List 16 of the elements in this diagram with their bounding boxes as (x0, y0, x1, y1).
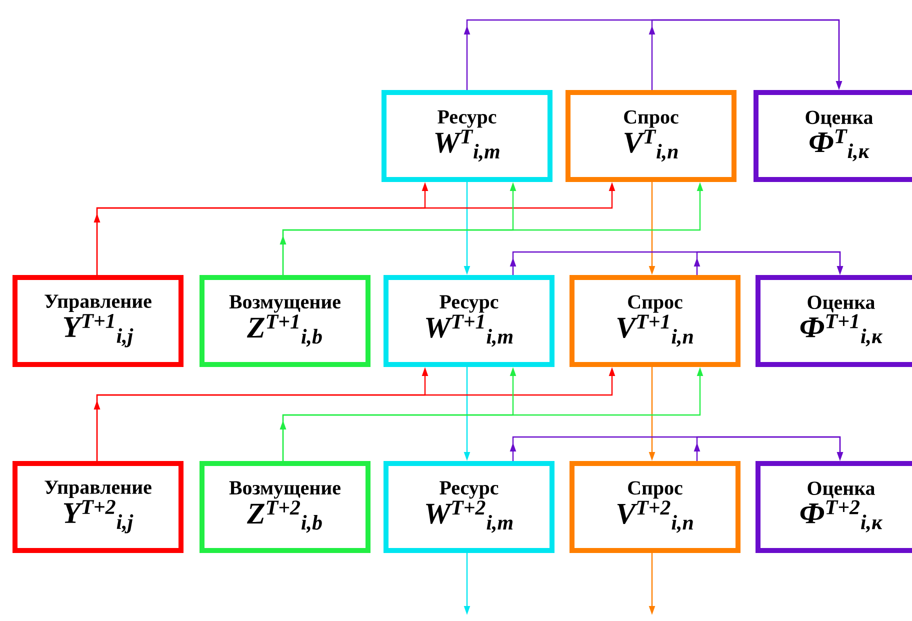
variable-box: Спрос V$^{T}$i,n (566, 90, 736, 182)
arrow (694, 251, 844, 275)
variable-box: Оценка Ф$^{T+2}$i,к (756, 461, 912, 553)
variable-box: Возмущение Z$^{T+1}$i,b (200, 275, 370, 367)
variable-box: Возмущение Z$^{T+2}$i,b (200, 461, 370, 553)
arrow (694, 436, 844, 461)
variable-box: Управление Y$^{T+1}$i,j (12, 275, 184, 367)
variable-box: Оценка Ф$^{T+1}$i,к (756, 275, 912, 367)
variable-box: Спрос V$^{T+1}$i,n (570, 275, 740, 367)
variable-box: Оценка Ф$^{T}$i,к (754, 90, 912, 182)
variable-box: Ресурс W$^{T}$i,m (382, 90, 552, 182)
arrow (648, 19, 842, 90)
variable-box: Ресурс W$^{T+1}$i,m (384, 275, 554, 367)
variable-box: Ресурс W$^{T+2}$i,m (384, 461, 554, 553)
variable-box: Управление Y$^{T+2}$i,j (12, 461, 184, 553)
variable-box: Спрос V$^{T+2}$i,n (570, 461, 740, 553)
